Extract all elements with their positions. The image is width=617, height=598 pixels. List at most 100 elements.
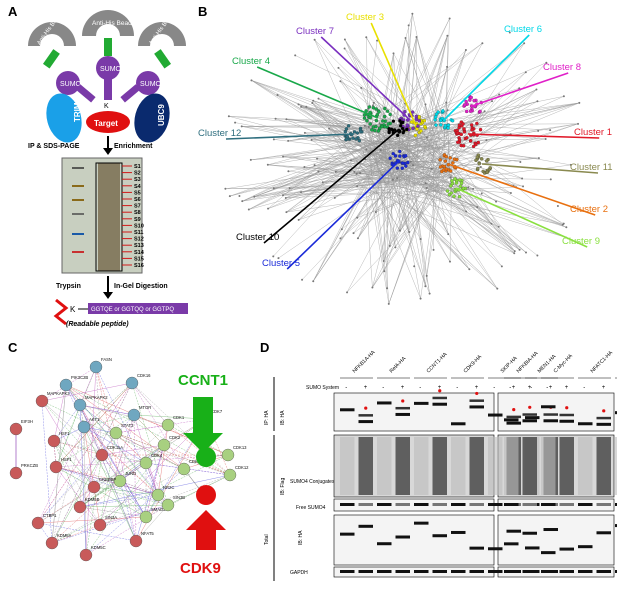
ppi-node-label: HSF1 — [61, 457, 72, 462]
ppi-node-label: JUND — [125, 471, 136, 476]
free-sumo4-label: Free SUMO4 — [296, 505, 326, 511]
trim28-shape — [46, 93, 82, 143]
lane-header: RelA-HA — [389, 356, 408, 375]
ppi-node-label: STAT3 — [121, 423, 134, 428]
ppi-node — [9, 466, 23, 480]
peptide-chain — [53, 298, 69, 326]
ppi-node — [73, 500, 87, 514]
plus-minus-row: -+-+-+-+-+-+-+-+-+-+ — [345, 385, 606, 391]
slice-label: S1 — [134, 164, 141, 170]
ppi-node — [157, 438, 171, 452]
target-label: Target — [94, 119, 118, 128]
panel-letter-a: A — [8, 4, 18, 19]
enrichment-label: Enrichment — [114, 143, 153, 150]
slice-label: S2 — [134, 171, 141, 177]
ppi-node — [73, 398, 87, 412]
ppi-node-label: MAPKAPK3 — [47, 391, 70, 396]
ppi-node — [59, 378, 73, 392]
gapdh-label: GAPDH — [290, 570, 308, 576]
slice-label: S5 — [134, 190, 141, 196]
ppi-node — [161, 418, 175, 432]
lane-header: NFATC1-HA — [590, 350, 615, 375]
sumo-system-minus: - — [546, 385, 548, 391]
sumo-system-minus: - — [456, 385, 458, 391]
cluster-label: Cluster 12 — [198, 128, 241, 139]
ccnt1-node — [196, 447, 216, 467]
panel-c-ppi: FASNCDK16PIK3C2BMAPKAPK3MAPKAPK2MTORCDK1… — [9, 357, 249, 577]
ppi-node-label: CDK16 — [137, 373, 151, 378]
sumo2-circle — [96, 56, 120, 80]
sumo-system-plus: + — [512, 385, 516, 391]
slice-label: S7 — [134, 204, 141, 210]
cluster-label: Cluster 3 — [346, 12, 384, 23]
lane-header: CCNT1-HA — [426, 351, 449, 374]
ib-ha2-label: IB: HA — [298, 530, 304, 545]
slice-label: S9 — [134, 217, 141, 223]
ppi-node — [151, 488, 165, 502]
slice-label: S14 — [134, 250, 145, 256]
his-tag-center — [104, 38, 112, 56]
ppi-node — [161, 498, 175, 512]
sumo-system-minus: - — [530, 385, 532, 391]
ppi-node — [77, 420, 91, 434]
slice-label: S15 — [134, 256, 144, 262]
sumo4-label: SUMO4 — [140, 81, 165, 88]
ib-ha-label: IB: HA — [280, 410, 286, 425]
cluster-label: Cluster 10 — [236, 232, 279, 243]
cluster-label: Cluster 4 — [232, 56, 270, 67]
ppi-node — [93, 518, 107, 532]
sumo-system-minus: - — [509, 385, 511, 391]
ppi-node — [47, 434, 61, 448]
ubc9-label: UBC9 — [157, 104, 166, 126]
ppi-node-label: CDK11A — [107, 445, 123, 450]
ppi-node-label: CDK12 — [235, 465, 249, 470]
sumo1-label: SUMO1 — [60, 81, 85, 88]
total-label: Total — [264, 534, 270, 545]
ppi-node — [87, 480, 101, 494]
cluster-label: Cluster 2 — [570, 204, 608, 215]
bead-center: Anti-His Beads — [82, 10, 136, 36]
ppi-node-label: PRKCZB — [21, 463, 38, 468]
sumo-system-plus: + — [364, 385, 368, 391]
ppi-node — [9, 422, 23, 436]
gel-ladder — [72, 167, 84, 253]
ppi-node — [139, 510, 153, 524]
sumo-system-plus: + — [438, 385, 442, 391]
ppi-node-label: HSF1 — [59, 431, 70, 436]
slice-label: S12 — [134, 237, 144, 243]
cdk9-node — [196, 485, 216, 505]
ppi-node-label: CDK4 — [151, 453, 163, 458]
ppi-node — [125, 376, 139, 390]
his-tag-left — [42, 49, 60, 69]
readable-label: (Readable peptide) — [66, 321, 129, 328]
ppi-node-label: CREBBP — [99, 477, 116, 482]
cluster-label: Cluster 1 — [574, 127, 612, 138]
lane-header: C-Myc-HA — [553, 353, 575, 375]
sumo4-circle — [136, 71, 160, 95]
peptide-box — [88, 303, 188, 314]
cluster-label: Cluster 11 — [570, 162, 613, 173]
ppi-node — [177, 462, 191, 476]
ppi-node-label: CDK7 — [211, 409, 223, 414]
sumo-system-plus: + — [549, 385, 553, 391]
ppi-node — [89, 360, 103, 374]
cluster-label: Cluster 9 — [562, 236, 600, 247]
slice-label: S11 — [134, 230, 143, 236]
cluster-label: Cluster 8 — [543, 62, 581, 73]
ppi-node — [35, 394, 49, 408]
ppi-node-label: PIK3C2B — [71, 375, 88, 380]
ip-ha-label: IP: HA — [264, 410, 270, 425]
ccnt1-label: CCNT1 — [178, 372, 228, 389]
ip-label: IP & SDS-PAGE — [28, 143, 80, 150]
slice-label: S13 — [134, 243, 144, 249]
lane-header: NFKB1A-HA — [352, 349, 377, 374]
sumo1-circle — [56, 71, 80, 95]
bead-right: Anti-His Beads — [138, 10, 186, 46]
ppi-node-label: EIF3H — [21, 419, 33, 424]
ppi-node-label: KDM5A — [57, 533, 72, 538]
cluster-label: Cluster 7 — [296, 26, 334, 37]
bead-left: Anti-His Beads — [28, 10, 76, 46]
